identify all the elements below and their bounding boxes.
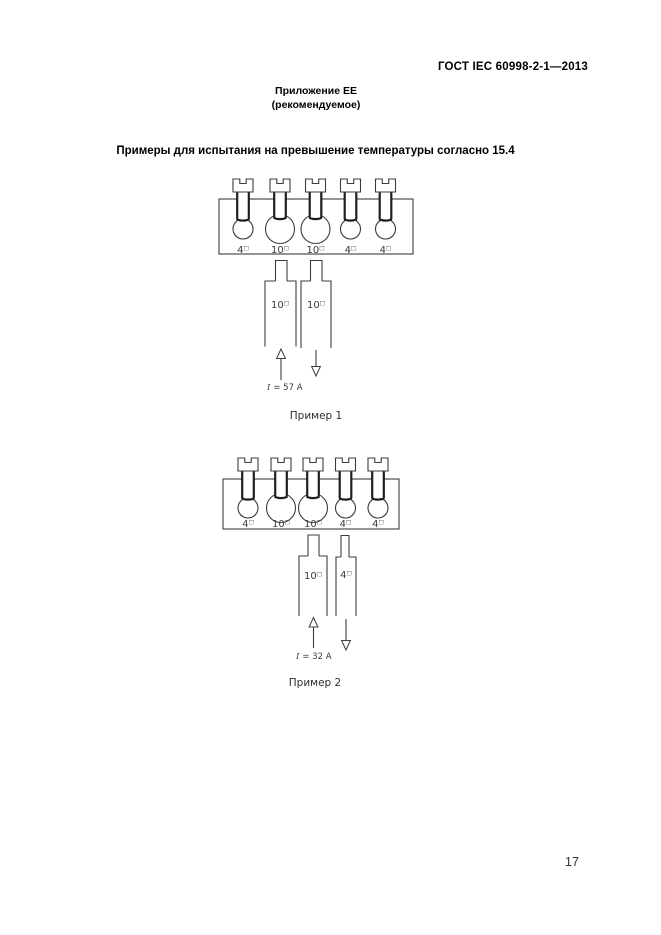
screw-terminal <box>366 456 390 520</box>
document-number: ГОСТ IEC 60998-2-1—2013 <box>437 61 588 73</box>
conductor-size-label: 10□ <box>307 300 325 311</box>
current-in-arrow-icon <box>308 616 319 648</box>
figure-caption: Пример 2 <box>289 677 341 689</box>
conductor: 10□ <box>264 259 297 347</box>
appendix-title: Приложение ЕЕ <box>275 85 357 97</box>
terminal-size-label: 4□ <box>372 519 384 530</box>
screw-terminal <box>339 177 362 241</box>
conductor-size-label: 4□ <box>340 570 352 581</box>
conductor: 10□ <box>298 534 328 616</box>
current-in-arrow-icon <box>275 347 287 380</box>
screw-terminal <box>264 177 296 245</box>
terminal-size-label: 4□ <box>340 519 352 530</box>
screw-terminal <box>334 456 357 520</box>
terminal-size-label: 10□ <box>306 245 324 256</box>
page-number: 17 <box>565 855 579 869</box>
screw-terminal <box>297 456 329 524</box>
current-value-label: I= 57 A <box>266 383 303 393</box>
screw-terminal <box>265 456 297 524</box>
terminal-size-label: 4□ <box>242 519 254 530</box>
screw-terminal <box>299 177 332 245</box>
conductor-size-label: 10□ <box>304 571 322 582</box>
appendix-subtitle: (рекомендуемое) <box>271 98 361 111</box>
appendix-header: Приложение ЕЕ (рекомендуемое) <box>0 85 632 112</box>
page-title: Примеры для испытания на превышение темп… <box>116 145 515 157</box>
current-value-label: I= 32 A <box>295 652 332 662</box>
conductor: 10□ <box>300 259 332 348</box>
current-out-arrow-icon <box>310 350 322 378</box>
terminal-size-label: 4□ <box>380 245 392 256</box>
terminal-size-label: 10□ <box>271 245 289 256</box>
current-out-arrow-icon <box>340 619 352 652</box>
terminal-size-label: 4□ <box>237 245 249 256</box>
conductor-size-label: 10□ <box>271 300 289 311</box>
screw-terminal <box>374 177 397 241</box>
terminal-size-label: 4□ <box>345 245 357 256</box>
example-1-figure: 4□ 10□ 10□ 4□ 4□ 10□ 10□ I= 57 A Пример … <box>218 177 414 422</box>
example-2-figure: 4□ 10□ 10□ 4□ 4□ 10□ 4□ I= 32 A Пример 2 <box>222 456 400 689</box>
terminal-size-label: 10□ <box>304 519 322 530</box>
terminal-size-label: 10□ <box>272 519 290 530</box>
screw-terminal <box>236 456 260 520</box>
screw-terminal <box>231 177 255 241</box>
conductor: 4□ <box>335 534 357 616</box>
figure-caption: Пример 1 <box>290 410 342 422</box>
